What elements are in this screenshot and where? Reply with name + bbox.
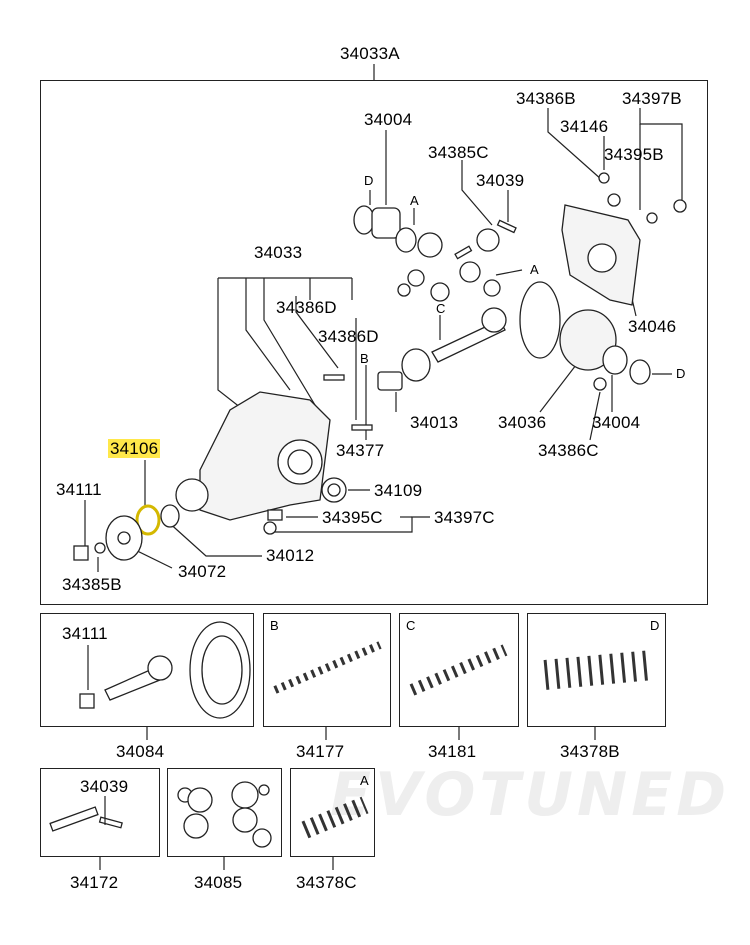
highlighted-part-number: 34106 bbox=[108, 439, 161, 458]
assembly-label: 34033A bbox=[340, 44, 400, 63]
kit-label-34177[interactable]: 34177 bbox=[296, 742, 345, 761]
ref-letter-a: A bbox=[410, 193, 419, 208]
part-label-34395B[interactable]: 34395B bbox=[604, 145, 664, 164]
part-label-34386D-a[interactable]: 34386D bbox=[276, 298, 337, 317]
part-label-34004-bottom[interactable]: 34004 bbox=[592, 413, 641, 432]
part-label-34039[interactable]: 34039 bbox=[476, 171, 525, 190]
part-label-34397C[interactable]: 34397C bbox=[434, 508, 495, 527]
part-label-34385B[interactable]: 34385B bbox=[62, 575, 122, 594]
ref-letter-d: D bbox=[364, 173, 374, 188]
kit-box-34378B[interactable] bbox=[527, 613, 666, 727]
part-label-34146[interactable]: 34146 bbox=[560, 117, 609, 136]
part-label-34012[interactable]: 34012 bbox=[266, 546, 315, 565]
ref-letter-c: C bbox=[436, 301, 446, 316]
kit-label-34378B[interactable]: 34378B bbox=[560, 742, 620, 761]
kit-label-34378C[interactable]: 34378C bbox=[296, 873, 357, 892]
part-label-34385C[interactable]: 34385C bbox=[428, 143, 489, 162]
ref-letter-c: C bbox=[406, 618, 416, 633]
ref-letter-a: A bbox=[360, 773, 369, 788]
ref-letter-b: B bbox=[360, 351, 369, 366]
part-label-34111[interactable]: 34111 bbox=[62, 624, 108, 643]
ref-letter-d: D bbox=[676, 366, 686, 381]
part-label-34386D-b[interactable]: 34386D bbox=[318, 327, 379, 346]
part-label-34109[interactable]: 34109 bbox=[374, 481, 423, 500]
kit-box-34181[interactable] bbox=[399, 613, 519, 727]
part-label-34039[interactable]: 34039 bbox=[80, 777, 129, 796]
part-label-34397B[interactable]: 34397B bbox=[622, 89, 682, 108]
ref-letter-d: D bbox=[650, 618, 660, 633]
main-diagram-frame bbox=[40, 80, 708, 605]
kit-box-34378C[interactable] bbox=[290, 768, 375, 857]
part-label-34395C[interactable]: 34395C bbox=[322, 508, 383, 527]
part-label-34013[interactable]: 34013 bbox=[410, 413, 459, 432]
ref-letter-a: A bbox=[530, 262, 539, 277]
part-artwork bbox=[73, 172, 687, 561]
part-label-34004-top[interactable]: 34004 bbox=[364, 110, 413, 129]
part-label-34377[interactable]: 34377 bbox=[336, 441, 385, 460]
kit-box-34085[interactable] bbox=[167, 768, 282, 857]
part-label-34386C[interactable]: 34386C bbox=[538, 441, 599, 460]
part-label-34072[interactable]: 34072 bbox=[178, 562, 227, 581]
part-label-34046[interactable]: 34046 bbox=[628, 317, 677, 336]
kit-box-34084[interactable] bbox=[40, 613, 254, 727]
kit-label-34181[interactable]: 34181 bbox=[428, 742, 477, 761]
watermark: EVOTUNED bbox=[330, 760, 731, 830]
kit-label-34084[interactable]: 34084 bbox=[116, 742, 165, 761]
part-label-34036[interactable]: 34036 bbox=[498, 413, 547, 432]
part-label-34386B[interactable]: 34386B bbox=[516, 89, 576, 108]
part-label-34111[interactable]: 34111 bbox=[56, 480, 102, 499]
kit-box-34177[interactable] bbox=[263, 613, 391, 727]
part-label-34033[interactable]: 34033 bbox=[254, 243, 303, 262]
kit-box-34172[interactable] bbox=[40, 768, 160, 857]
ref-letter-b: B bbox=[270, 618, 279, 633]
kit-label-34085[interactable]: 34085 bbox=[194, 873, 243, 892]
part-label-34106[interactable]: 34106 bbox=[108, 439, 161, 459]
kit-label-34172[interactable]: 34172 bbox=[70, 873, 119, 892]
